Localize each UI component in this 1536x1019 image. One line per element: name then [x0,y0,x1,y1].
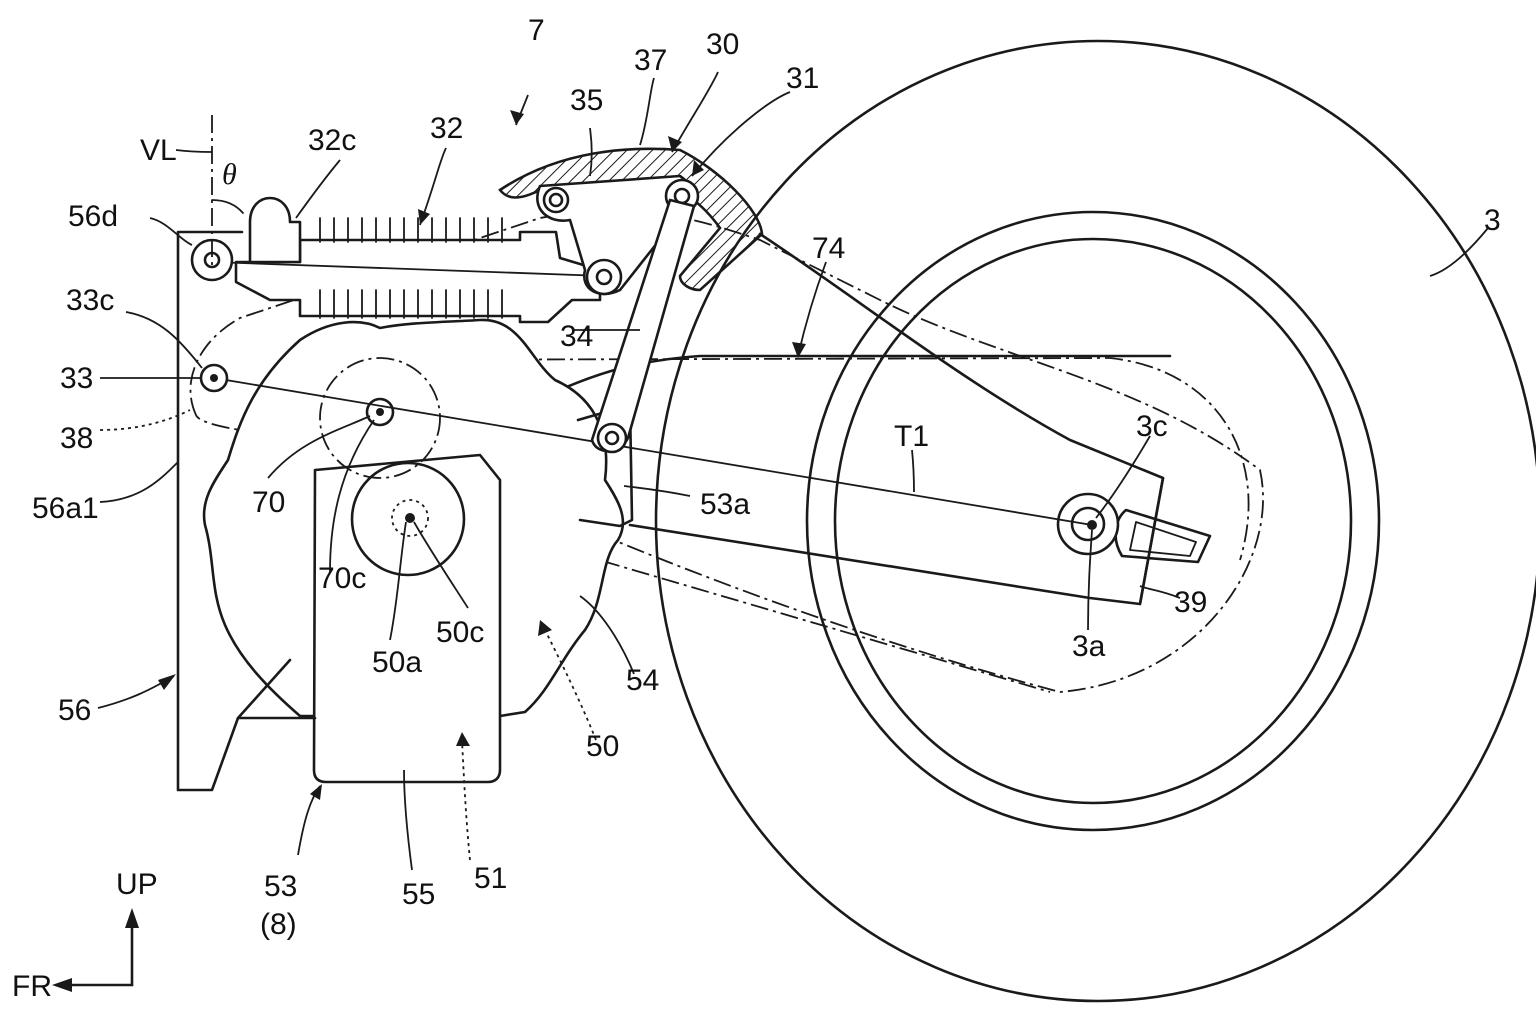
label-32c: 32c [308,124,356,157]
crank-pin-top-left [542,186,570,214]
label-31: 31 [786,62,819,95]
crank-pin-bottom [585,258,623,296]
tire-outer [654,39,1536,1003]
label-35: 35 [570,84,603,117]
rear-wheel [654,39,1536,1003]
label-FR: FR [12,970,52,1003]
frame-56 [176,230,317,792]
chain-adjuster-inner [1129,521,1197,557]
shock-spring [319,217,503,319]
axle-hole [1070,506,1106,542]
rim-inner [833,237,1353,805]
label-VL: VL [140,134,177,167]
shock-cap [248,196,302,264]
label-33: 33 [60,362,93,395]
crank-pin-top-left-inner [548,192,564,208]
shock-body [234,230,602,324]
label-3a: 3a [1072,630,1106,663]
rod-pin-bottom-inner [604,430,620,446]
label-UP: UP [116,868,158,901]
direction-indicator [52,908,139,992]
label-T1: T1 [894,420,929,453]
label-56d: 56d [68,200,118,233]
label-39: 39 [1174,586,1207,619]
chain-adjuster [1114,508,1212,564]
label-50c: 50c [436,616,484,649]
label-34: 34 [560,320,593,353]
chain-line-74 [189,210,1264,693]
label-53: 53 [264,870,297,903]
up-arrowhead [125,908,139,928]
leaders [97,71,1489,871]
label-70c: 70c [318,562,366,595]
arrow-7 [510,110,524,125]
label-37: 37 [634,44,667,77]
line-T1 [213,377,1093,526]
label-33c: 33c [66,284,114,317]
label-74: 74 [812,232,845,265]
crank-pin-bottom-inner [595,268,613,286]
pivot-33-dot [210,374,218,382]
rod-pin-bottom [596,422,628,454]
sprocket-70-dot [376,408,384,416]
motor-50c-dotted [391,499,429,537]
motor-center-dot [405,513,415,523]
shock-axis [211,261,605,277]
label-7: 7 [528,14,545,47]
swing-arm-upper-edge [628,232,1165,606]
label-3c: 3c [1136,410,1168,443]
label-38: 38 [60,422,93,455]
label-56a1: 56a1 [32,492,99,525]
label-51: 51 [474,862,507,895]
theta-arc [211,199,244,214]
label-50: 50 [586,730,619,763]
shock-absorber-32 [211,196,605,324]
label-50a: 50a [372,646,422,679]
label-3: 3 [1484,204,1501,237]
label-30: 30 [706,28,739,61]
reference-labels: 7 37 30 31 35 32 32c VL θ 56d 33c 33 38 … [12,14,1501,1003]
label-theta: θ [222,158,237,191]
label-54: 54 [626,664,659,697]
fr-arrowhead [52,978,72,992]
label-53a: 53a [700,488,750,521]
swing-arm-tail [1138,476,1165,606]
frame-56-lower [236,658,292,720]
drive-sprocket-loop [329,357,1250,561]
label-70: 70 [252,486,285,519]
label-56: 56 [58,694,91,727]
label-8: (8) [260,908,297,941]
label-32: 32 [430,112,463,145]
label-55: 55 [402,878,435,911]
rim-outer [805,210,1381,832]
sprocket-70c-outline [319,357,441,479]
